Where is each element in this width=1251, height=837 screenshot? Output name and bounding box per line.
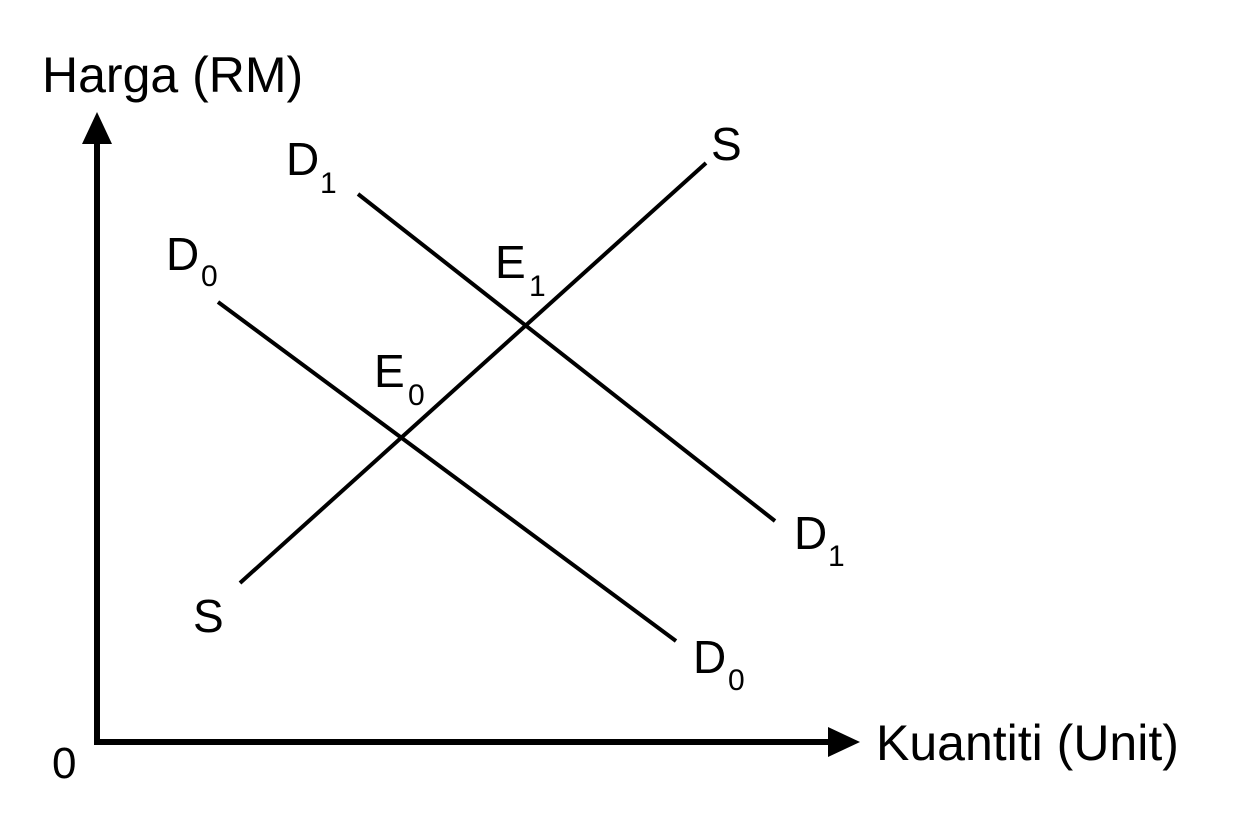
curves [216,161,777,643]
equilibrium-e0-letter: E [374,345,405,397]
demand-d1-bottom-subscript: 1 [828,540,845,573]
demand-curve-d0 [216,300,678,643]
equilibrium-e0-label: E 0 [374,345,425,412]
demand-d1-top-subscript: 1 [320,167,337,200]
x-axis-title: Kuantiti (Unit) [876,715,1179,771]
equilibrium-e1-letter: E [495,236,526,288]
supply-label-bottom: S [193,590,224,642]
demand-d0-label-bottom: D 0 [693,631,745,697]
demand-d0-bottom-letter: D [693,631,726,683]
demand-d1-label-top: D 1 [286,133,337,200]
equilibrium-e1-label: E 1 [495,236,546,303]
demand-d1-label-bottom: D 1 [794,507,845,573]
demand-curve-d1 [356,192,777,523]
axes [82,112,860,757]
demand-d0-top-subscript: 0 [201,260,218,293]
demand-d0-label-top: D 0 [166,228,218,293]
supply-curve [238,161,708,585]
demand-d0-top-letter: D [166,228,199,280]
equilibrium-e1-subscript: 1 [529,270,546,303]
demand-d0-bottom-subscript: 0 [728,664,745,697]
origin-label: 0 [52,739,76,788]
supply-label-top: S [711,118,742,170]
y-axis-title: Harga (RM) [42,47,303,103]
demand-d1-bottom-letter: D [794,507,827,559]
demand-d1-top-letter: D [286,133,319,185]
x-axis-arrowhead [828,727,860,757]
equilibrium-e0-subscript: 0 [408,379,425,412]
y-axis-arrowhead [82,112,112,144]
